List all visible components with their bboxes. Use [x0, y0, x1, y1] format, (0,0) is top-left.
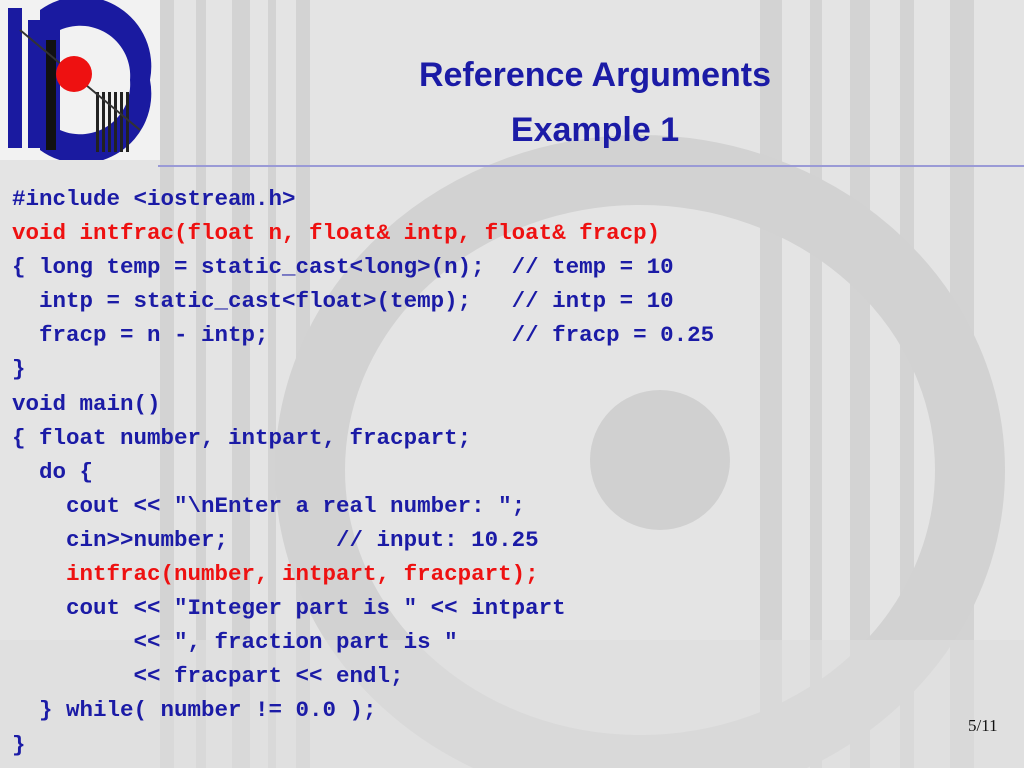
title-divider — [158, 165, 1024, 167]
code-line: { long temp = static_cast<long>(n); // t… — [12, 254, 674, 281]
code-line: cout << "\nEnter a real number: "; — [12, 492, 526, 519]
slide-title-line1: Reference Arguments — [418, 56, 772, 94]
code-line: #include <iostream.h> — [12, 186, 296, 212]
code-line: } while( number != 0.0 ); — [12, 697, 377, 724]
code-line: intp = static_cast<float>(temp); // intp… — [12, 288, 674, 315]
code-line-highlighted: intfrac(number, intpart, fracpart); — [12, 561, 539, 588]
code-line: } — [12, 356, 26, 383]
code-line: fracp = n - intp; // fracp = 0.25 — [12, 322, 715, 349]
code-line: do { — [12, 458, 94, 485]
code-line: cin>>number; // input: 10.25 — [12, 526, 539, 553]
slide-number: 5/11 — [968, 716, 998, 735]
code-line: << fracpart << endl; — [12, 663, 404, 690]
code-block: #include <iostream.h> void intfrac(float … — [12, 182, 714, 762]
code-line: { float number, intpart, fracpart; — [12, 424, 472, 451]
university-logo — [0, 0, 160, 164]
code-line: } — [12, 731, 26, 758]
code-line: cout << "Integer part is " << intpart — [12, 595, 566, 622]
code-line: << ", fraction part is " — [12, 629, 458, 656]
slide-title-line2: Example 1 — [510, 111, 680, 149]
slide-title: Reference Arguments Example 1 — [300, 48, 890, 158]
code-line-highlighted: void intfrac(float n, float& intp, float… — [12, 220, 661, 247]
code-line: void main() — [12, 390, 161, 417]
